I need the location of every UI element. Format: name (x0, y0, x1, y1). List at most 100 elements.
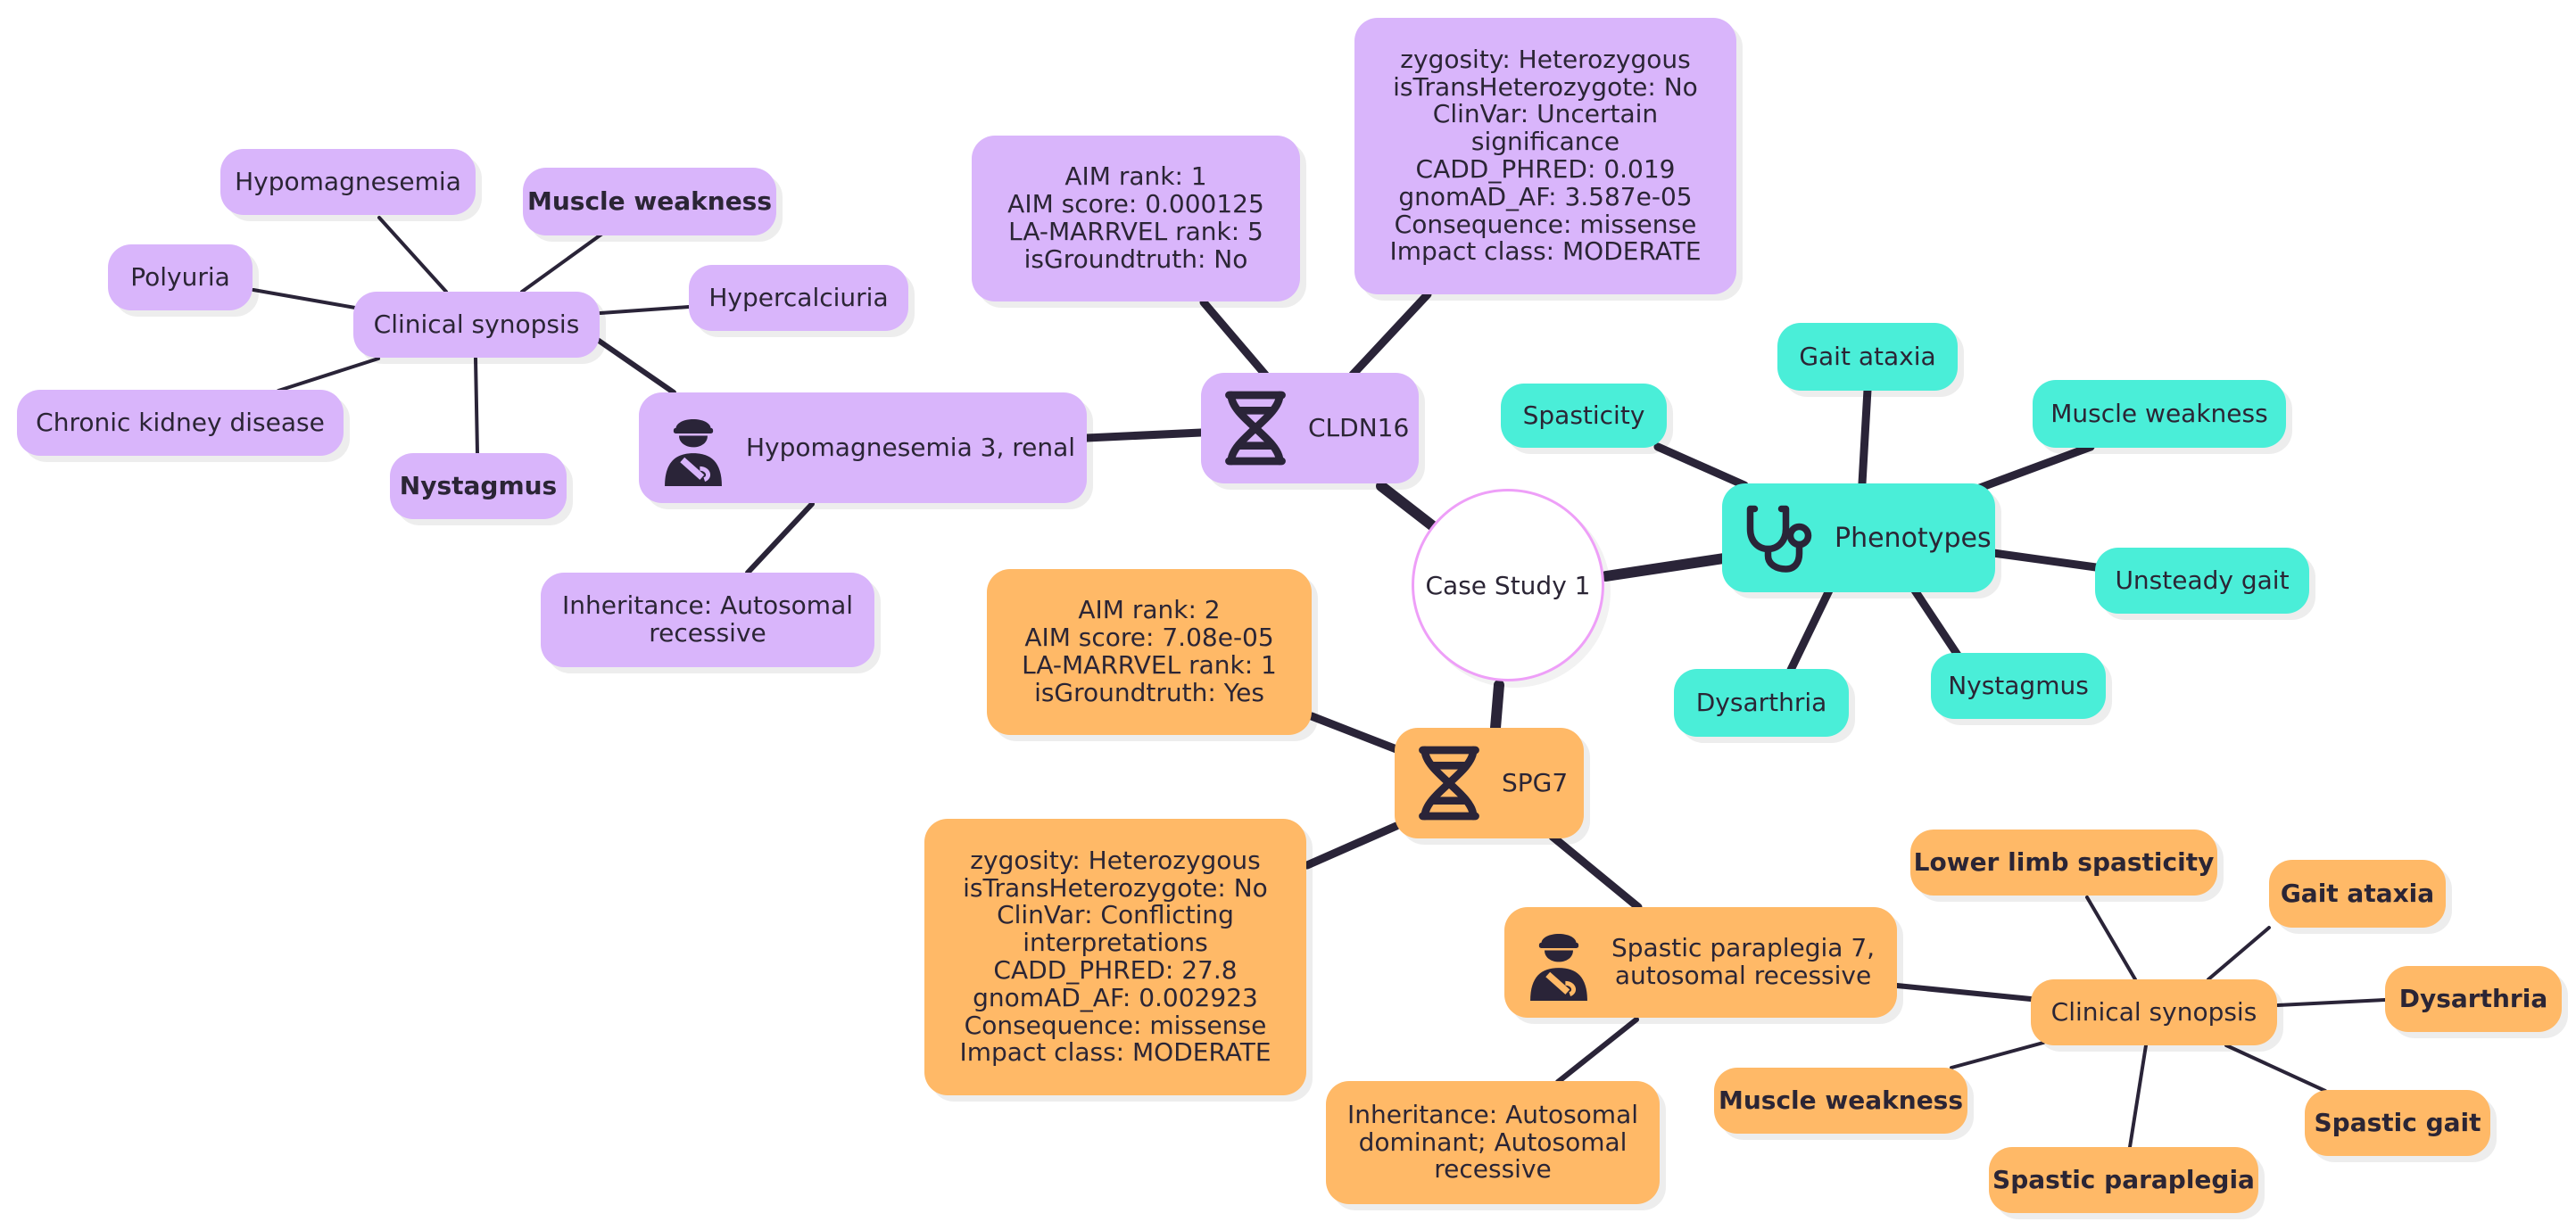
feature-muscle-weakness-spg7[interactable]: Muscle weakness (1714, 1068, 1967, 1134)
edge-phenotypes-gait-ataxia (1858, 385, 1872, 488)
hypomagnesemia3-disease-node[interactable]: Hypomagnesemia 3, renal (639, 392, 1087, 503)
cldn16-aim-score: AIM score: 0.000125 (1007, 189, 1264, 219)
feature-nystagmus[interactable]: Nystagmus (390, 453, 567, 519)
edge-synopsis-spastic-gait (2224, 1044, 2327, 1093)
cldn16-aim-rank: AIM rank: 1 (1064, 161, 1207, 192)
hypomagnesemia3-label: Hypomagnesemia 3, renal (746, 432, 1076, 462)
cldn16-gene-node[interactable]: CLDN16 (1201, 373, 1419, 483)
cldn16-trans-het: isTransHeterozygote: No (1393, 71, 1698, 102)
cldn16-label: CLDN16 (1308, 412, 1410, 442)
spg7-lamarrvel-rank: LA-MARRVEL rank: 1 (1022, 650, 1277, 680)
phenotypes-label: Phenotypes (1835, 522, 1992, 554)
stethoscope-icon (1746, 505, 1812, 573)
spg7-inheritance-line3: recessive (1434, 1154, 1552, 1185)
patient-icon (1530, 934, 1587, 1001)
edge-center-spg7 (1490, 680, 1504, 733)
feature-polyuria[interactable]: Polyuria (108, 244, 253, 310)
dna-icon (1225, 391, 1286, 466)
edge-synopsis-muscle-weakness-2 (1950, 1041, 2045, 1069)
patient-icon (665, 419, 722, 486)
phenotype-spasticity[interactable]: Spasticity (1501, 384, 1667, 448)
edge-synopsis-dysarthria (2276, 998, 2387, 1007)
spg7-clinvar: ClinVar: Conflicting (997, 900, 1234, 930)
cldn16-lamarrvel-rank: LA-MARRVEL rank: 5 (1008, 217, 1263, 246)
spg7-inheritance-node[interactable]: Inheritance: Autosomal dominant; Autosom… (1326, 1081, 1660, 1204)
cldn16-scores-node[interactable]: AIM rank: 1 AIM score: 0.000125 LA-MARRV… (972, 136, 1300, 301)
edge-spg7-variant (1303, 821, 1401, 870)
phenotype-dysarthria[interactable]: Dysarthria (1674, 669, 1849, 737)
spg7-impact: Impact class: MODERATE (959, 1037, 1271, 1068)
cldn16-consequence: Consequence: missense (1394, 209, 1697, 239)
spg7-consequence: Consequence: missense (964, 1010, 1267, 1040)
spg7-inheritance-line2: dominant; Autosomal (1358, 1127, 1628, 1157)
edge-spg7-scores (1307, 712, 1401, 754)
edge-cldn16-disease (1082, 428, 1205, 442)
edge-synopsis-gait-ataxia (2207, 926, 2271, 981)
spg7-clinvar-cont: interpretations (1023, 928, 1208, 958)
phenotypes-node[interactable]: Phenotypes (1722, 483, 1995, 592)
edge-disease-inheritance (745, 501, 815, 575)
phenotype-muscle-weakness[interactable]: Muscle weakness (2033, 380, 2286, 448)
edge-phenotypes-unsteady-gait (1989, 549, 2100, 572)
feature-gait-ataxia[interactable]: Gait ataxia (2269, 860, 2446, 928)
edge-center-cldn16 (1376, 481, 1438, 532)
edge-center-phenotypes (1601, 553, 1729, 582)
cldn16-zygosity: zygosity: Heterozygous (1400, 44, 1691, 74)
phenotype-nystagmus[interactable]: Nystagmus (1931, 653, 2106, 719)
spg7-variant-node[interactable]: zygosity: Heterozygous isTransHeterozygo… (924, 819, 1306, 1095)
edge-sp7-inheritance (1555, 1017, 1639, 1085)
edge-synopsis-ckd (277, 357, 380, 392)
sp7-label-line2: autosomal recessive (1614, 961, 1872, 990)
feature-dysarthria[interactable]: Dysarthria (2385, 966, 2562, 1032)
feature-chronic-kidney-disease[interactable]: Chronic kidney disease (17, 390, 344, 456)
edge-sp7-synopsis (1894, 983, 2033, 1002)
spg7-aim-score: AIM score: 7.08e-05 (1024, 623, 1274, 653)
feature-lower-limb-spasticity[interactable]: Lower limb spasticity (1910, 830, 2217, 896)
cldn16-impact: Impact class: MODERATE (1389, 236, 1702, 267)
spg7-scores-node[interactable]: AIM rank: 2 AIM score: 7.08e-05 LA-MARRV… (987, 569, 1312, 735)
spg7-groundtruth: isGroundtruth: Yes (1034, 677, 1264, 707)
feature-muscle-weakness[interactable]: Muscle weakness (523, 168, 776, 235)
edge-spg7-disease (1548, 832, 1643, 912)
dna-icon (1419, 746, 1479, 821)
spg7-trans-het: isTransHeterozygote: No (963, 872, 1268, 903)
spg7-gene-node[interactable]: SPG7 (1395, 728, 1584, 838)
spg7-cadd: CADD_PHRED: 27.8 (993, 955, 1238, 985)
spastic-paraplegia7-disease-node[interactable]: Spastic paraplegia 7, autosomal recessiv… (1504, 907, 1897, 1018)
spg7-zygosity: zygosity: Heterozygous (970, 845, 1261, 875)
edge-phenotypes-muscle-weakness (1973, 442, 2095, 493)
cldn16-inheritance-node[interactable]: Inheritance: Autosomal recessive (541, 573, 874, 667)
spg7-aim-rank: AIM rank: 2 (1078, 595, 1221, 625)
cldn16-clinvar-cont: significance (1470, 127, 1620, 157)
cldn16-cadd: CADD_PHRED: 0.019 (1415, 154, 1676, 184)
edge-cldn16-variant (1348, 290, 1432, 379)
spg7-clinical-synopsis[interactable]: Clinical synopsis (2031, 979, 2277, 1045)
spastic-paraplegia7-label: Spastic paraplegia 7, autosomal recessiv… (1611, 933, 1876, 990)
phenotype-gait-ataxia[interactable]: Gait ataxia (1777, 323, 1958, 391)
cldn16-variant-node[interactable]: zygosity: Heterozygous isTransHeterozygo… (1354, 18, 1736, 294)
edge-synopsis-hypercalciuria (599, 305, 691, 315)
edge-synopsis-hypomagnesemia (377, 216, 448, 293)
phenotype-unsteady-gait[interactable]: Unsteady gait (2095, 548, 2309, 614)
edge-phenotypes-spasticity (1653, 442, 1749, 490)
case-study-node[interactable]: Case Study 1 (1412, 489, 1604, 681)
cldn16-inheritance-line1: Inheritance: Autosomal (561, 590, 854, 621)
feature-hypomagnesemia[interactable]: Hypomagnesemia (220, 149, 476, 215)
sp7-label-line1: Spastic paraplegia 7, (1611, 933, 1876, 963)
feature-hypercalciuria[interactable]: Hypercalciuria (689, 265, 908, 331)
feature-spastic-gait[interactable]: Spastic gait (2305, 1090, 2490, 1156)
edge-synopsis-spastic-paraplegia (2128, 1044, 2148, 1149)
spg7-gnomad: gnomAD_AF: 0.002923 (973, 982, 1258, 1012)
spg7-inheritance-line1: Inheritance: Autosomal (1346, 1099, 1639, 1129)
edge-synopsis-lower-limb (2085, 896, 2137, 981)
cldn16-inheritance-line2: recessive (649, 618, 766, 648)
edge-cldn16-scores (1199, 298, 1270, 379)
cldn16-clinical-synopsis[interactable]: Clinical synopsis (353, 292, 600, 358)
edge-phenotypes-dysarthria (1786, 586, 1834, 674)
edge-synopsis-polyuria (252, 288, 357, 310)
cldn16-clinvar: ClinVar: Uncertain (1432, 99, 1659, 129)
feature-spastic-paraplegia[interactable]: Spastic paraplegia (1989, 1147, 2258, 1213)
spg7-label: SPG7 (1502, 767, 1569, 797)
